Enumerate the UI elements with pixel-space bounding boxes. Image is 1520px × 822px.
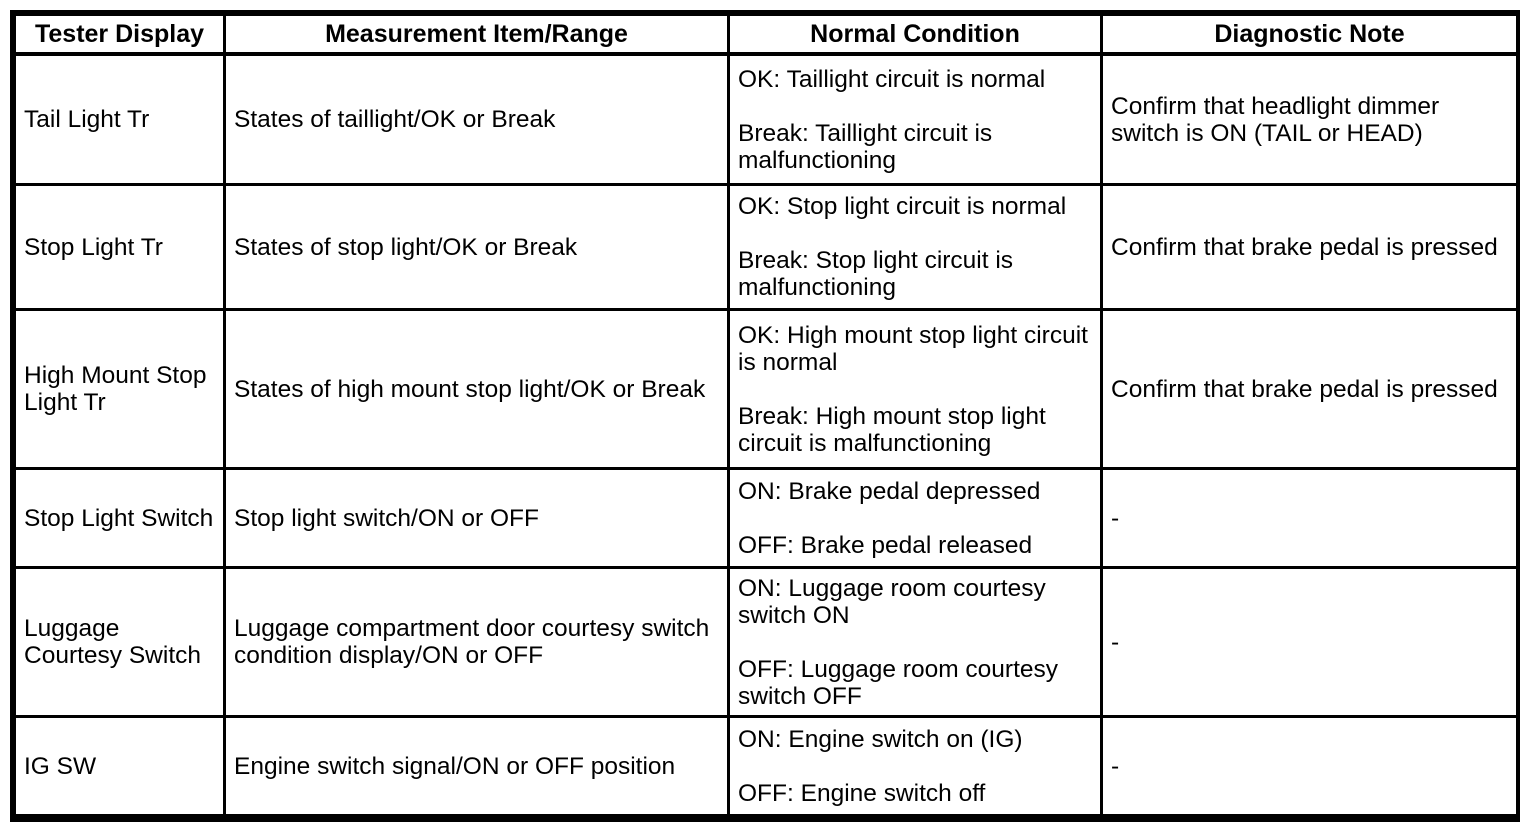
- cell-measurement-item-range: States of taillight/OK or Break: [226, 56, 730, 186]
- table-row: High Mount Stop Light Tr States of high …: [16, 311, 1516, 470]
- cell-measurement-item-range: States of high mount stop light/OK or Br…: [226, 311, 730, 470]
- cell-diagnostic-note: Confirm that headlight dimmer switch is …: [1103, 56, 1516, 186]
- cell-tester-display: Tail Light Tr: [16, 56, 226, 186]
- header-measurement-item-range: Measurement Item/Range: [226, 16, 730, 56]
- header-normal-condition: Normal Condition: [730, 16, 1103, 56]
- table-row: Tail Light Tr States of taillight/OK or …: [16, 56, 1516, 186]
- cell-measurement-item-range: Luggage compartment door courtesy switch…: [226, 569, 730, 718]
- cell-measurement-item-range: Engine switch signal/ON or OFF position: [226, 718, 730, 814]
- header-tester-display: Tester Display: [16, 16, 226, 56]
- cell-diagnostic-note: -: [1103, 470, 1516, 569]
- cell-tester-display: High Mount Stop Light Tr: [16, 311, 226, 470]
- table-row: Stop Light Tr States of stop light/OK or…: [16, 186, 1516, 311]
- diagnostic-table: Tester Display Measurement Item/Range No…: [10, 10, 1520, 822]
- normal-condition-line2: OFF: Engine switch off: [738, 779, 986, 807]
- paragraph-gap: [738, 93, 1094, 120]
- cell-tester-display: IG SW: [16, 718, 226, 814]
- cell-diagnostic-note: Confirm that brake pedal is pressed: [1103, 311, 1516, 470]
- table-row: IG SW Engine switch signal/ON or OFF pos…: [16, 718, 1516, 814]
- normal-condition-line2: Break: Taillight circuit is malfunctioni…: [738, 119, 993, 174]
- cell-measurement-item-range: Stop light switch/ON or OFF: [226, 470, 730, 569]
- normal-condition-line1: ON: Luggage room courtesy switch ON: [738, 574, 1046, 629]
- normal-condition-line1: OK: Taillight circuit is normal: [738, 65, 1046, 93]
- paragraph-gap: [738, 376, 1094, 403]
- cell-normal-condition: ON: Brake pedal depressed OFF: Brake ped…: [730, 470, 1103, 569]
- cell-tester-display: Stop Light Switch: [16, 470, 226, 569]
- table-row: Luggage Courtesy Switch Luggage compartm…: [16, 569, 1516, 718]
- cell-measurement-item-range: States of stop light/OK or Break: [226, 186, 730, 311]
- cell-tester-display: Luggage Courtesy Switch: [16, 569, 226, 718]
- cell-normal-condition: OK: High mount stop light circuit is nor…: [730, 311, 1103, 470]
- paragraph-gap: [738, 505, 1094, 532]
- normal-condition-line1: ON: Engine switch on (IG): [738, 725, 1023, 753]
- cell-diagnostic-note: -: [1103, 569, 1516, 718]
- cell-normal-condition: ON: Engine switch on (IG) OFF: Engine sw…: [730, 718, 1103, 814]
- cell-normal-condition: OK: Stop light circuit is normal Break: …: [730, 186, 1103, 311]
- table-row: Stop Light Switch Stop light switch/ON o…: [16, 470, 1516, 569]
- cell-diagnostic-note: -: [1111, 752, 1120, 780]
- table-header-row: Tester Display Measurement Item/Range No…: [16, 16, 1516, 56]
- normal-condition-line2: OFF: Luggage room courtesy switch OFF: [738, 655, 1059, 710]
- normal-condition-line2: Break: High mount stop light circuit is …: [738, 402, 1046, 457]
- normal-condition-line1: OK: Stop light circuit is normal: [738, 193, 1067, 220]
- cell-tester-display: Stop Light Tr: [16, 186, 226, 311]
- paragraph-gap: [738, 220, 1094, 247]
- paragraph-gap: [738, 629, 1094, 656]
- cell-diagnostic-note: Confirm that brake pedal is pressed: [1103, 186, 1516, 311]
- cell-normal-condition: ON: Luggage room courtesy switch ON OFF:…: [730, 569, 1103, 718]
- cell-normal-condition: OK: Taillight circuit is normal Break: T…: [730, 56, 1103, 186]
- normal-condition-line1: ON: Brake pedal depressed: [738, 477, 1041, 505]
- normal-condition-line2: Break: Stop light circuit is malfunction…: [738, 247, 1014, 301]
- paragraph-gap: [738, 753, 1094, 780]
- header-diagnostic-note: Diagnostic Note: [1103, 16, 1516, 56]
- normal-condition-line2: OFF: Brake pedal released: [738, 531, 1033, 559]
- normal-condition-line1: OK: High mount stop light circuit is nor…: [738, 321, 1088, 376]
